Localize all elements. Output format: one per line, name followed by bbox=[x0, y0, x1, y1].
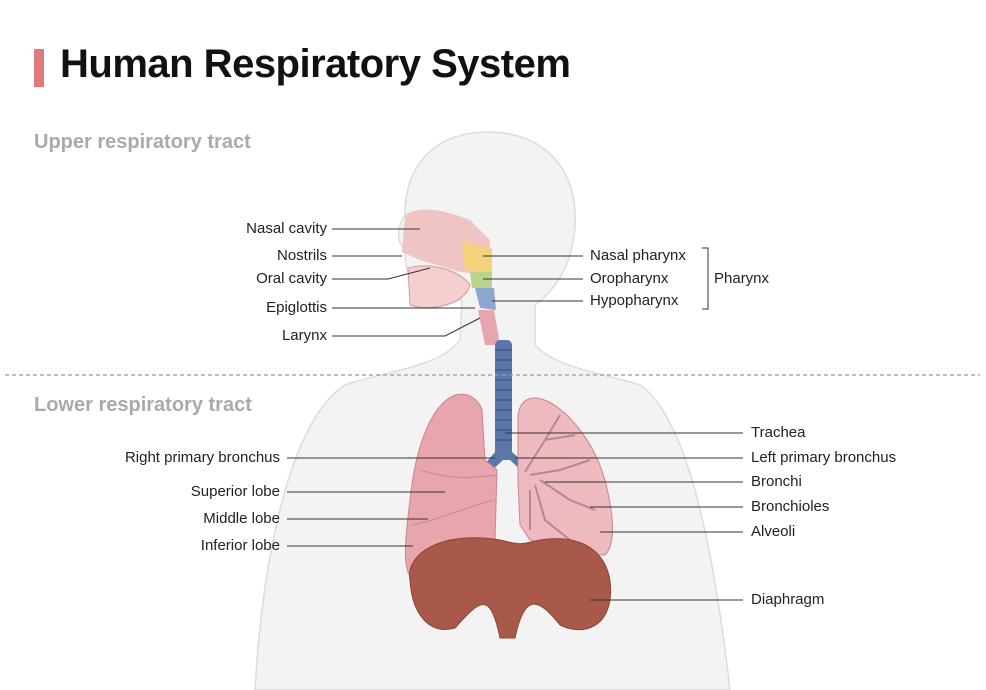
label-diaphragm: Diaphragm bbox=[751, 591, 825, 608]
lung-fissures bbox=[411, 469, 498, 526]
page-title: Human Respiratory System bbox=[60, 42, 571, 86]
label-larynx: Larynx bbox=[281, 327, 327, 344]
oropharynx bbox=[470, 272, 492, 288]
label-oropharynx: Oropharynx bbox=[590, 270, 669, 287]
label-left-primary-bronchus: Left primary bronchus bbox=[751, 449, 897, 466]
section-heading-lower: Lower respiratory tract bbox=[34, 394, 252, 416]
label-alveoli: Alveoli bbox=[751, 523, 796, 540]
label-inferior-lobe: Inferior lobe bbox=[200, 537, 280, 554]
oral-cavity bbox=[407, 265, 471, 309]
bronchial-tree bbox=[524, 414, 596, 541]
label-epiglottis: Epiglottis bbox=[266, 299, 327, 316]
larynx bbox=[478, 310, 500, 345]
label-bronchioles: Bronchioles bbox=[751, 498, 830, 515]
hypopharynx bbox=[475, 288, 496, 310]
label-nostrils: Nostrils bbox=[276, 247, 327, 264]
label-nasal-cavity: Nasal cavity bbox=[246, 220, 327, 237]
pharynx-bracket bbox=[702, 247, 709, 310]
label-superior-lobe: Superior lobe bbox=[190, 483, 280, 500]
label-nasal-pharynx: Nasal pharynx bbox=[590, 247, 686, 264]
label-bronchi: Bronchi bbox=[751, 473, 802, 490]
diaphragm bbox=[409, 537, 612, 639]
label-pharynx: Pharynx bbox=[714, 270, 770, 287]
label-oral-cavity: Oral cavity bbox=[256, 270, 327, 287]
label-right-primary-bronchus: Right primary bronchus bbox=[124, 449, 280, 466]
section-heading-upper: Upper respiratory tract bbox=[34, 131, 251, 153]
nasopharynx bbox=[462, 242, 492, 272]
title-accent-bar bbox=[34, 49, 44, 87]
label-middle-lobe: Middle lobe bbox=[203, 510, 280, 527]
leader-lines bbox=[287, 228, 743, 601]
label-trachea: Trachea bbox=[751, 424, 806, 441]
label-hypopharynx: Hypopharynx bbox=[590, 292, 679, 309]
body-silhouette bbox=[254, 131, 731, 690]
